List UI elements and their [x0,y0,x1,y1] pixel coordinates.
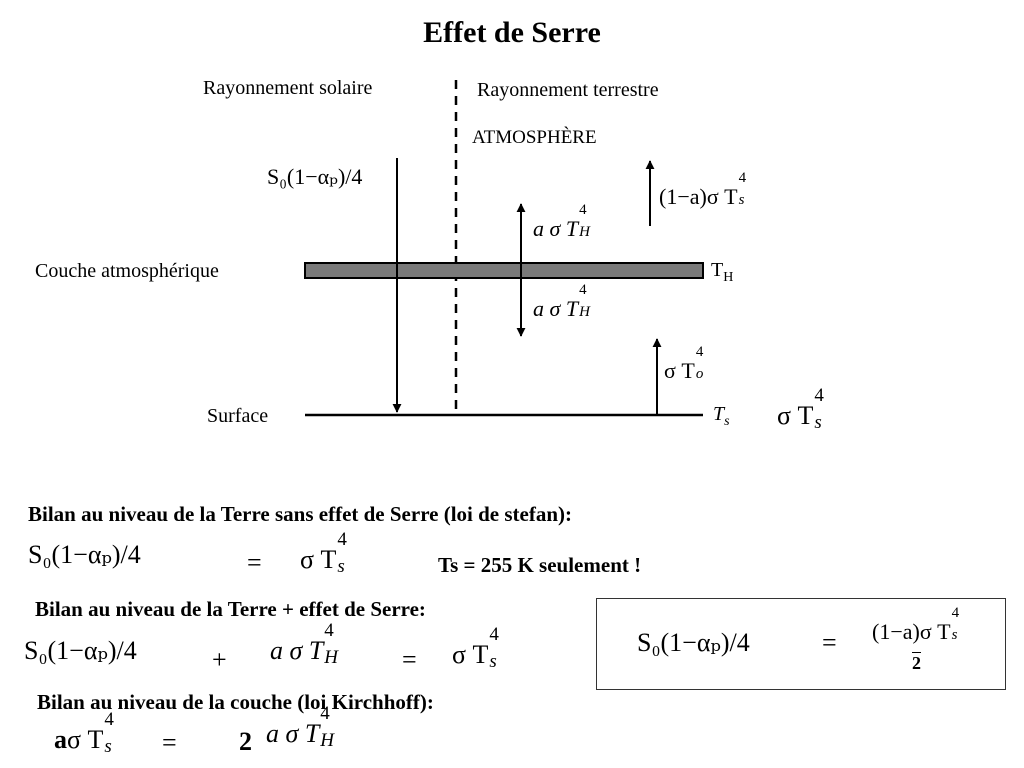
eq1-result: Ts = 255 K seulement ! [438,553,642,577]
box-equals: = [822,628,837,657]
eq2-equals: = [402,645,417,674]
atmospheric-layer [304,262,704,279]
balance-layer-title: Bilan au niveau de la couche (loi Kirchh… [37,690,434,714]
greenhouse-diagram [304,80,704,417]
layer-label: Couche atmosphérique [35,260,219,282]
eq1-equals: = [247,548,262,577]
eq2-lhs: S₀(1−αₚ)/4 [24,636,137,665]
eq3-equals: = [162,728,177,757]
solar-radiation-header: Rayonnement solaire [203,77,373,99]
eq1-lhs: S₀(1−αₚ)/4 [28,540,141,569]
page-title: Effet de Serre [423,16,601,49]
balance-greenhouse-title: Bilan au niveau de la Terre + effet de S… [35,597,426,621]
solar-flux-label: S₀(1−αₚ)/4 [267,164,363,189]
balance-no-greenhouse-title: Bilan au niveau de la Terre sans effet d… [28,502,573,526]
terrestrial-radiation-header: Rayonnement terrestre [477,79,659,101]
box-lhs: S₀(1−αₚ)/4 [637,628,750,657]
result-box [596,598,1006,690]
box-denominator: 2 [912,653,921,673]
surface-label: Surface [207,405,269,427]
layer-temperature: TH [711,259,734,285]
eq2-plus: + [212,645,227,674]
eq3-coefficient: 2 [239,727,252,756]
atmosphere-label: ATMOSPHÈRE [472,127,597,148]
surface-temperature: Ts [713,403,730,429]
